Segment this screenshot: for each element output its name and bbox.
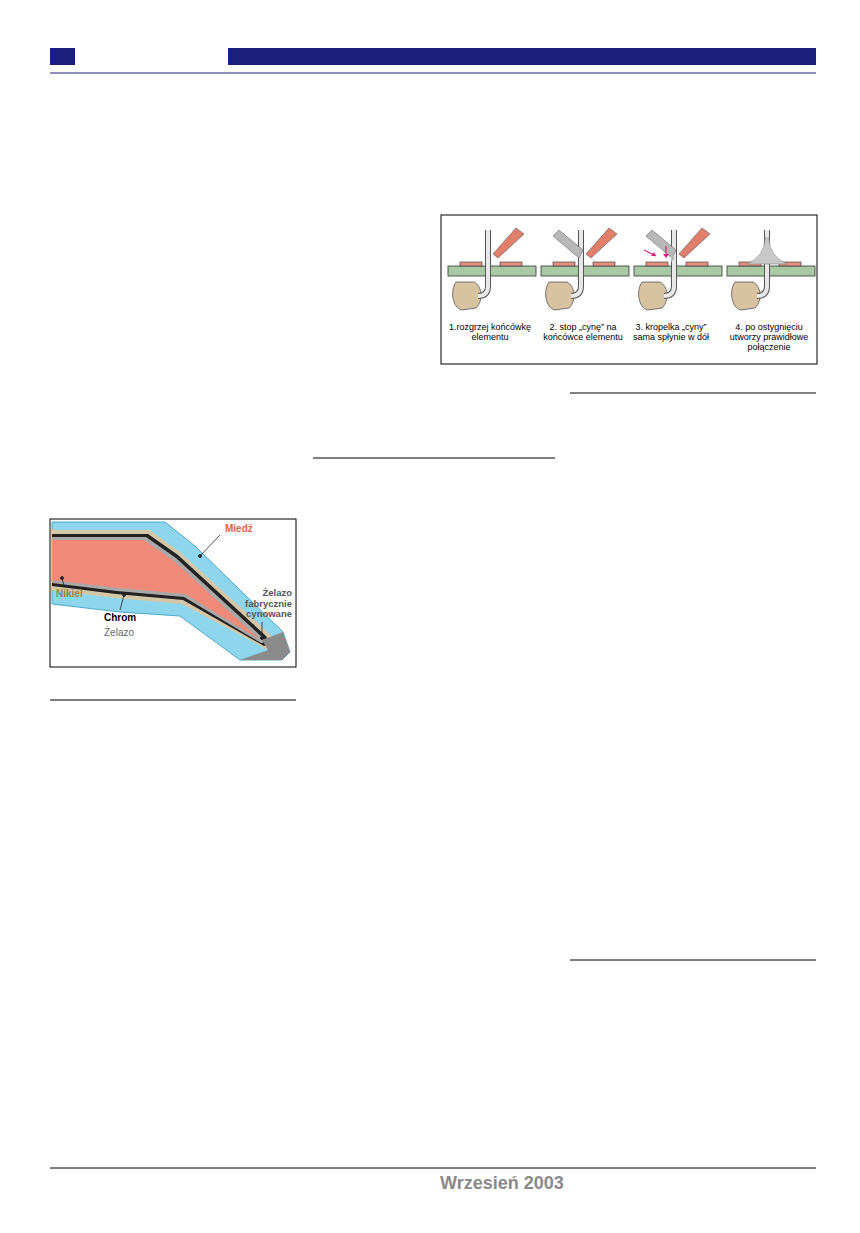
soldering-tip-figure (240, 632, 290, 660)
step-panel (593, 262, 615, 266)
step-panel (646, 262, 668, 266)
soldering-tip-figure (52, 540, 259, 639)
step-panel (448, 228, 536, 310)
rule (50, 393, 816, 1168)
step-panel (571, 230, 581, 296)
step-panel (651, 252, 656, 256)
step-panel (460, 262, 482, 266)
part-name: Nikiel (56, 588, 96, 599)
step-panel (453, 282, 481, 310)
step-panel (541, 266, 629, 276)
soldering-tip-figure (262, 622, 263, 638)
part-name: Żelazo (104, 627, 148, 638)
rule (570, 393, 816, 394)
step-panel (553, 262, 575, 266)
soldering-steps-figure (441, 215, 817, 364)
step-panel (679, 228, 710, 258)
step-caption: 2. stop „cynę” na końcówce elementu (539, 322, 627, 342)
step-panel (644, 250, 656, 256)
step-panel (732, 282, 760, 310)
soldering-tip-figure (261, 637, 264, 640)
rule (570, 960, 816, 961)
step-panel (448, 266, 536, 276)
rule (50, 1168, 816, 1169)
header (50, 48, 816, 73)
soldering-tip-figure (52, 530, 276, 650)
step-panel (571, 230, 581, 296)
soldering-tip-figure (61, 535, 264, 640)
soldering-tip-figure (199, 555, 202, 558)
step-panel (671, 254, 675, 262)
header (50, 73, 816, 74)
step-panel (634, 266, 722, 276)
step-panel (664, 230, 674, 296)
soldering-tip-figure (52, 522, 290, 660)
header (228, 48, 816, 65)
step-panel (664, 230, 674, 296)
soldering-tip-figure (52, 534, 270, 646)
step-panel (727, 266, 815, 276)
step-panel (546, 282, 574, 310)
header (50, 48, 75, 65)
soldering-tip-figure (50, 519, 296, 667)
rule (313, 458, 555, 459)
footer-date: Wrzesień 2003 (440, 1173, 570, 1193)
soldering-tip-figure (52, 537, 266, 643)
soldering-tip-figure (61, 577, 64, 580)
step-panel (639, 282, 667, 310)
part-name: Miedź (225, 523, 265, 534)
soldering-tip-figure (120, 595, 124, 610)
step-panel (686, 262, 708, 266)
step-panel (747, 238, 787, 264)
step-panel (493, 228, 524, 258)
step-panel (663, 254, 669, 258)
soldering-steps-figure (441, 215, 817, 364)
step-panel (634, 228, 722, 310)
step-panel (478, 230, 488, 296)
step-panel (541, 228, 629, 310)
part-name: Żelazo fabrycznie cynowane (216, 588, 292, 620)
rule (50, 700, 296, 701)
step-caption: 1.rozgrzej końcówkę elementu (446, 322, 534, 342)
part-name: Chrom (104, 612, 144, 623)
step-panel (500, 262, 522, 266)
step-panel (727, 230, 815, 310)
soldering-tip-figure (50, 519, 296, 667)
step-caption: 4. po ostygnięciu utworzy prawidłowe poł… (725, 322, 813, 352)
step-panel (553, 230, 583, 258)
step-panel (478, 230, 488, 296)
soldering-steps-figure (448, 228, 815, 310)
soldering-tip-figure (123, 594, 126, 597)
soldering-tip-figure (200, 535, 220, 556)
step-panel (586, 228, 617, 258)
step-caption: 3. kropelka „cyny” sama spłynie w dół (632, 322, 710, 342)
